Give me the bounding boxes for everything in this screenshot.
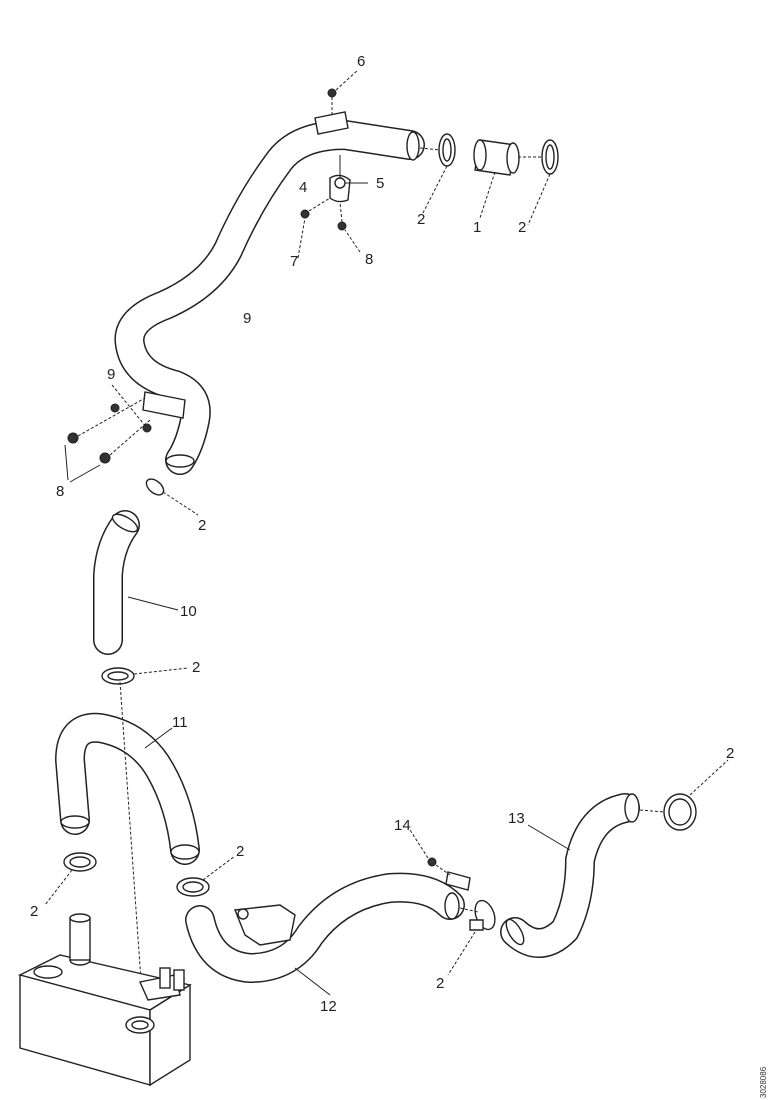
label-2-hose-10: 2 [192,659,200,676]
label-6-top: 6 [357,53,365,70]
label-8-upper: 8 [365,251,373,268]
callout-labels: 6 4 5 2 1 2 7 8 9 9 8 2 10 2 11 2 13 14 … [30,53,734,1015]
hose-clamp-12-13 [447,899,496,976]
hose-clamp-far-right [639,759,729,831]
label-2-top-right: 2 [518,219,526,236]
hose-clamp-lower-11 [176,855,236,897]
drawing-code: 3028086 [759,1066,768,1098]
hose-clamp-top-right [518,139,559,226]
hose-clamp-cooler [44,852,97,906]
label-9-pipe: 9 [243,310,251,327]
label-4: 4 [299,179,307,196]
label-2-mid: 2 [198,517,206,534]
label-11: 11 [172,714,188,731]
label-12: 12 [320,998,337,1015]
hose-13 [500,793,640,958]
label-2-far-right: 2 [726,745,734,762]
hose-10 [93,510,179,655]
hose-clamp-mid [145,478,199,516]
connector-hose-1 [473,139,520,219]
label-14: 14 [394,817,411,834]
label-2-top-left: 2 [417,211,425,228]
label-2-12-13: 2 [436,975,444,992]
label-5: 5 [376,175,384,192]
top-bracket [314,69,359,135]
hose-11 [55,712,200,865]
hose-clamp-top-left [419,133,456,214]
label-2-cooler: 2 [30,903,38,920]
label-7: 7 [290,253,298,270]
label-1: 1 [473,219,481,236]
mid-bracket [64,384,186,483]
hose-12 [185,829,471,996]
label-13: 13 [508,810,525,827]
label-8-lower: 8 [56,483,64,500]
label-10: 10 [180,603,197,620]
hose-clamp-upper-11 [101,667,189,685]
label-9-bracket: 9 [107,366,115,383]
label-2-lower-11: 2 [236,843,244,860]
upper-pipe-9 [114,120,425,475]
oil-cooler [18,913,192,1087]
sensor-bracket [297,155,368,259]
